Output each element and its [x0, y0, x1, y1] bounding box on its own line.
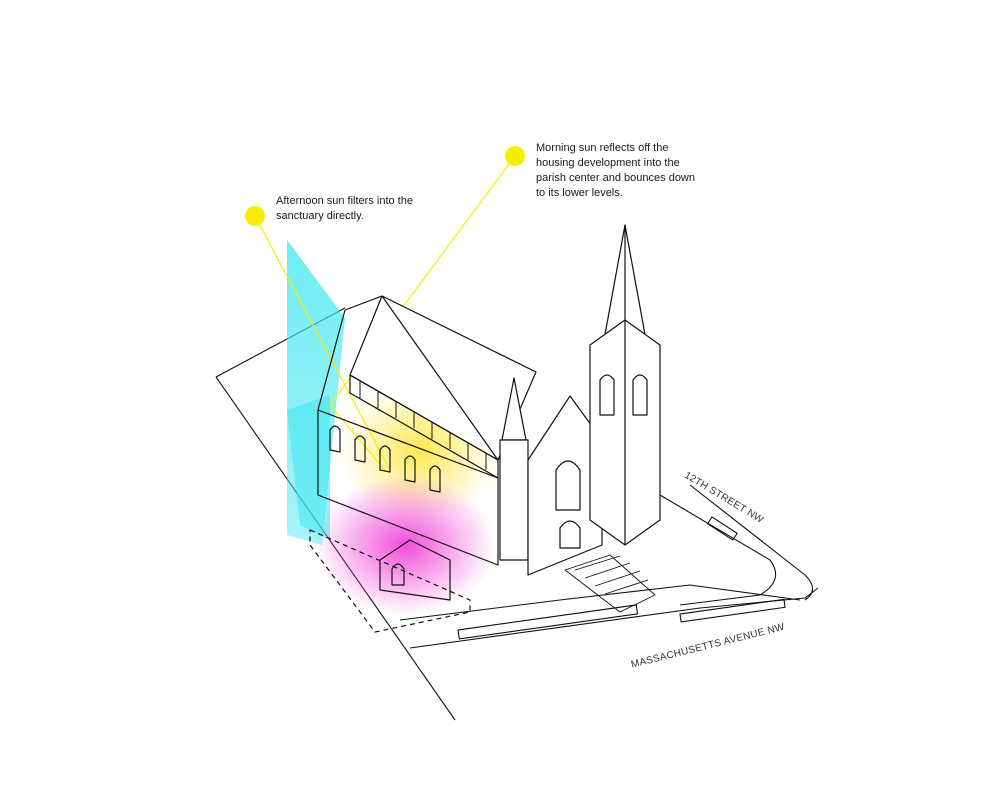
afternoon-sun-ray	[254, 215, 391, 471]
front-steps	[564, 554, 656, 613]
morning-sun-annotation: Morning sun reflects off the housing dev…	[536, 142, 695, 199]
site-ground	[215, 307, 819, 721]
morning-sun-dot-icon	[505, 146, 525, 166]
parish-center-outline	[309, 529, 471, 633]
afternoon-light-on-wall	[287, 395, 330, 540]
afternoon-sun-annotation: Afternoon sun filters into the sanctuary…	[276, 195, 413, 222]
aisle-windows	[329, 425, 441, 493]
church-building	[309, 224, 661, 633]
afternoon-sun-dot-icon	[245, 206, 265, 226]
